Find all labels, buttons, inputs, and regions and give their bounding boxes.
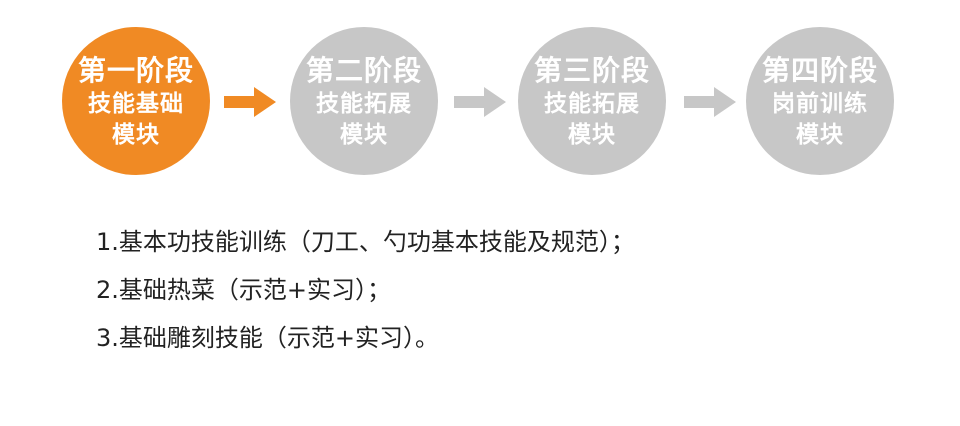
list-item: 1.基本功技能训练（刀工、勺功基本技能及规范）；	[96, 228, 635, 256]
stage-module-label: 模块	[112, 122, 160, 148]
stage-subtitle: 岗前训练	[772, 91, 868, 117]
arrow-shape	[684, 87, 736, 117]
stage-subtitle: 技能拓展	[316, 91, 412, 117]
stage-module-label: 模块	[796, 122, 844, 148]
stage-module-label: 模块	[340, 122, 388, 148]
stage-4-circle: 第四阶段 岗前训练 模块	[746, 27, 894, 175]
stage-module-label: 模块	[568, 122, 616, 148]
arrow-right-icon	[454, 87, 506, 117]
arrow-shape	[454, 87, 506, 117]
stage-title: 第二阶段	[305, 54, 422, 87]
stage-2-circle: 第二阶段 技能拓展 模块	[290, 27, 438, 175]
list-item: 3.基础雕刻技能（示范+实习）。	[96, 324, 440, 352]
stage-title: 第三阶段	[533, 54, 650, 87]
arrow-shape	[224, 87, 276, 117]
list-item: 2.基础热菜（示范+实习）；	[96, 276, 392, 304]
arrow-right-icon	[684, 87, 736, 117]
stage-title: 第一阶段	[77, 54, 194, 87]
stage-1-circle: 第一阶段 技能基础 模块	[62, 27, 210, 175]
stage-3-circle: 第三阶段 技能拓展 模块	[518, 27, 666, 175]
stage-subtitle: 技能拓展	[544, 91, 640, 117]
stage-flow: 第一阶段 技能基础 模块 第二阶段 技能拓展 模块 第三阶段 技能拓展 模块 第…	[0, 0, 960, 200]
stage-title: 第四阶段	[761, 54, 878, 87]
content-list: 1.基本功技能训练（刀工、勺功基本技能及规范）； 2.基础热菜（示范+实习）； …	[96, 218, 635, 362]
stage-subtitle: 技能基础	[88, 91, 184, 117]
arrow-right-icon	[224, 87, 276, 117]
